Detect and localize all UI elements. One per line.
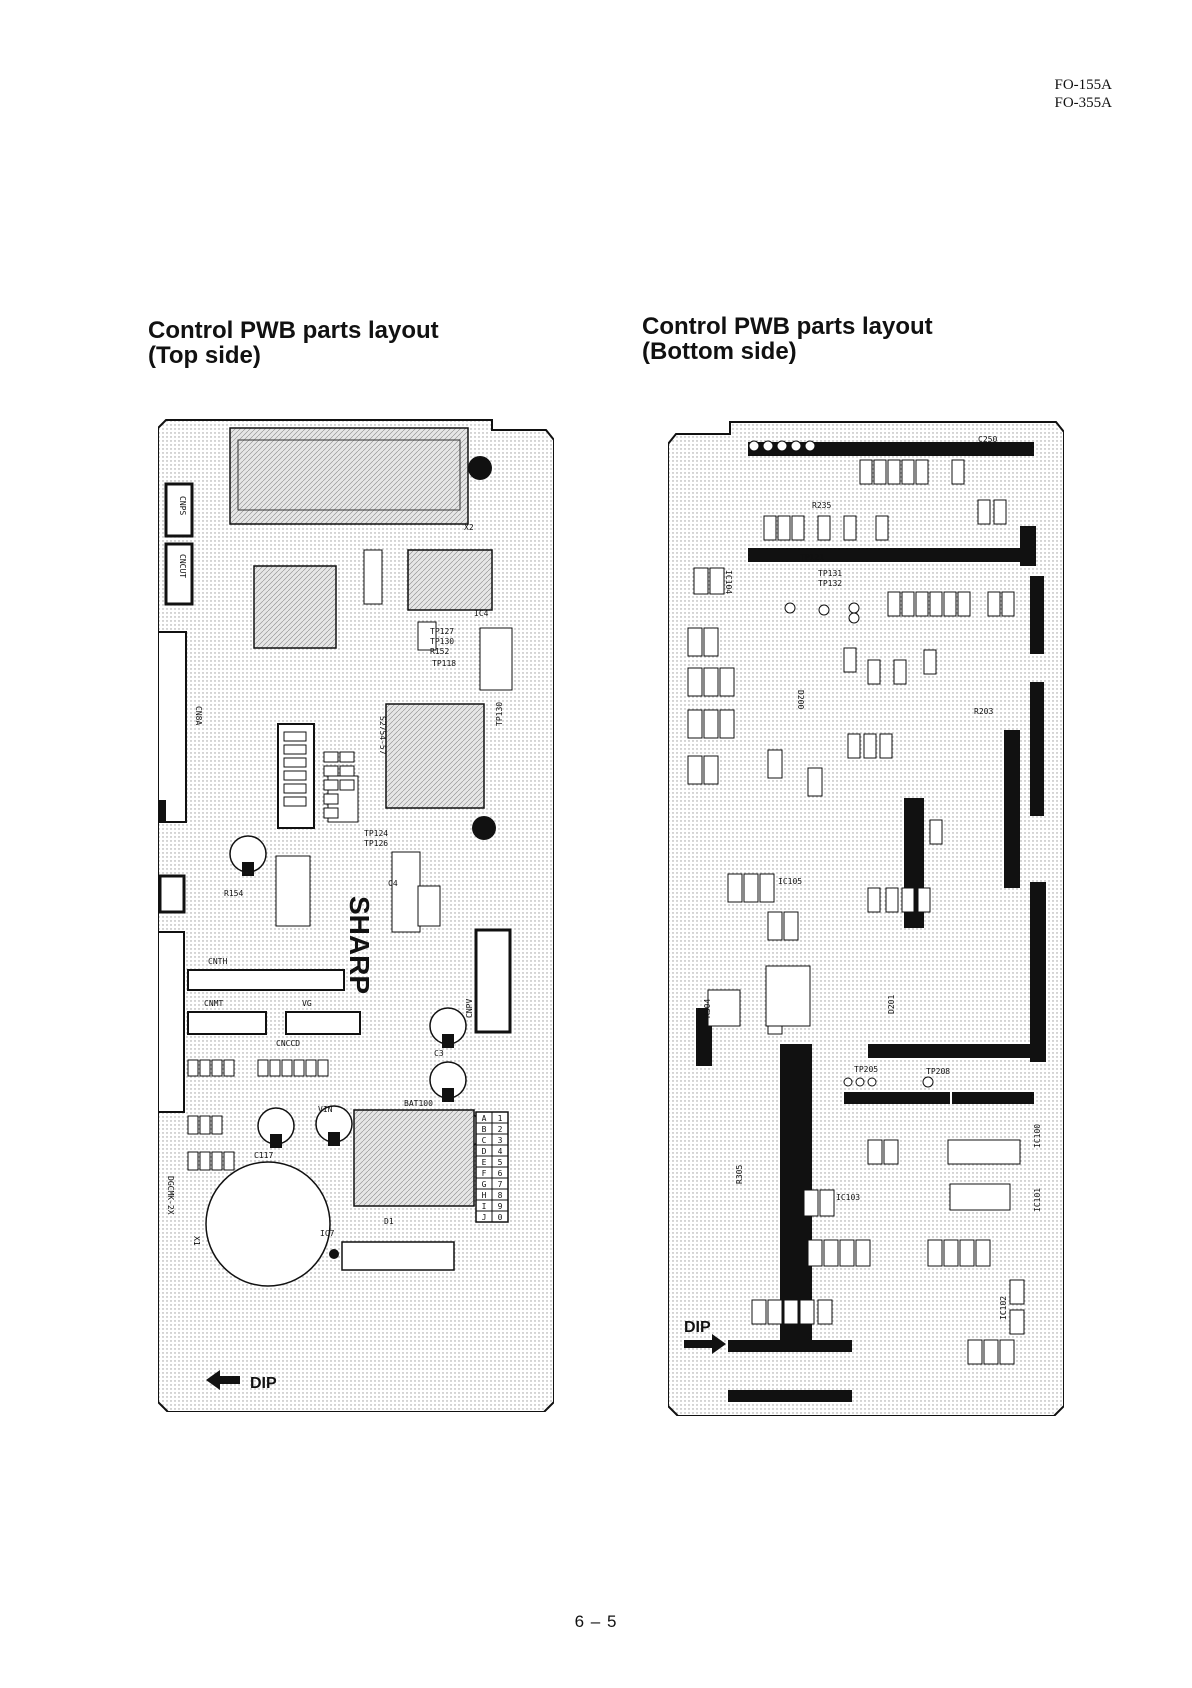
board-outline xyxy=(668,421,1064,1416)
dip-letter-b: B xyxy=(482,1125,487,1134)
dip-arrow-icon xyxy=(206,1370,240,1390)
label-f100: DIP xyxy=(784,1323,799,1332)
dip-num-6: 6 xyxy=(498,1169,503,1178)
board-model: DGCMK-2X xyxy=(166,1176,175,1215)
label-vin: VIN xyxy=(318,1105,333,1114)
label-c3: R154 xyxy=(224,889,243,898)
dip-letter-j: J xyxy=(482,1213,487,1222)
label-tp124: TP118 xyxy=(432,659,456,668)
label-r154: R152 xyxy=(430,647,449,656)
relay xyxy=(353,1109,475,1207)
dip-num-7: 7 xyxy=(498,1180,503,1189)
label-tp127: TP126 xyxy=(364,839,388,848)
label-l203: D200 xyxy=(796,690,805,709)
label-vg: VG xyxy=(302,999,312,1008)
label-tp118: X2 xyxy=(464,523,474,532)
label-bat100: X1 xyxy=(192,1236,201,1246)
label-c6: C4 xyxy=(388,879,398,888)
dip-arrow-icon xyxy=(684,1334,726,1354)
top-side-title: Control PWB parts layout (Top side) xyxy=(148,318,439,368)
dip-label-top: DIP xyxy=(250,1375,277,1392)
dip-letter-a: A xyxy=(482,1114,487,1123)
label-ic101: IC101 xyxy=(1033,1188,1042,1212)
label-cnccd: CNCCD xyxy=(276,1039,300,1048)
label-tp121: TP121 xyxy=(800,553,824,562)
brand-logo-text: SHARP xyxy=(344,896,375,994)
bottom-side-title: Control PWB parts layout (Bottom side) xyxy=(642,314,933,364)
model-numbers: FO-155A FO-355A xyxy=(1054,76,1112,112)
label-ic104: IC104 xyxy=(724,570,733,594)
label-tp126: TP124 xyxy=(364,829,388,838)
battery xyxy=(205,1161,331,1287)
label-r200: C250 xyxy=(978,435,997,444)
top-connector xyxy=(229,427,469,525)
label-tp130: TP130 xyxy=(495,702,504,726)
dip-letter-c: C xyxy=(482,1136,487,1145)
dip-letter-d: D xyxy=(482,1147,487,1156)
dip-switch-table: 1 2 3 4 5 6 7 8 9 0 A B C D E F G H I J xyxy=(475,1111,509,1223)
label-r212: R203 xyxy=(974,707,993,716)
model-number-2: FO-355A xyxy=(1054,95,1112,111)
board-code: S2754-57 xyxy=(378,716,387,755)
dip-letter-h: H xyxy=(482,1191,487,1200)
dip-letter-e: E xyxy=(482,1158,487,1167)
dip-num-0: 0 xyxy=(498,1213,503,1222)
label-tp131: TP131 xyxy=(818,569,842,578)
top-title-line2: (Top side) xyxy=(148,342,261,369)
label-tp208: TP208 xyxy=(926,1067,950,1076)
label-c5: C3 xyxy=(434,1049,444,1058)
pwb-top-side-diagram: CNPS CNCUT CN8A TP127 TP130 xyxy=(158,416,554,1412)
label-c4: C117 xyxy=(254,1151,273,1160)
dip-letter-f: F xyxy=(482,1169,487,1178)
label-tp132: TP132 xyxy=(818,579,842,588)
label-ic102: IC102 xyxy=(999,1296,1008,1320)
label-cn8a: CN8A xyxy=(194,706,203,725)
label-cnpv: CNPV xyxy=(465,999,474,1018)
page-number: 6 – 5 xyxy=(574,1612,618,1631)
label-cnps: CNPS xyxy=(178,496,187,515)
dip-num-4: 4 xyxy=(498,1147,503,1156)
label-d1: D1 xyxy=(384,1217,394,1226)
label-ic103: IC103 xyxy=(836,1193,860,1202)
model-number-1: FO-155A xyxy=(1054,77,1112,93)
label-r152: TP127 xyxy=(430,627,454,636)
label-r305: R305 xyxy=(735,1165,744,1184)
dip-letter-g: G xyxy=(482,1180,487,1189)
dip-num-9: 9 xyxy=(498,1202,503,1211)
label-r241: R235 xyxy=(812,501,831,510)
bottom-title-line1: Control PWB parts layout xyxy=(642,313,933,340)
label-ic100: IC100 xyxy=(1033,1124,1042,1148)
dip-label-bottom: DIP xyxy=(684,1319,711,1336)
label-cnmt: CNMT xyxy=(204,999,223,1008)
label-ic105: IC105 xyxy=(778,877,802,886)
top-title-line1: Control PWB parts layout xyxy=(148,317,439,344)
label-rly100: BAT100 xyxy=(404,1099,433,1108)
dip-letter-i: I xyxy=(482,1202,487,1211)
dip-num-8: 8 xyxy=(498,1191,503,1200)
pwb-bottom-side-diagram: TP121 TP131 TP132 TP205 TP208 IC104 IC10… xyxy=(668,420,1064,1416)
label-tp205: TP205 xyxy=(854,1065,878,1074)
dip-num-5: 5 xyxy=(498,1158,503,1167)
label-ic7: IC7 xyxy=(320,1229,335,1238)
label-r304: R304 xyxy=(703,999,712,1018)
dip-num-3: 3 xyxy=(498,1136,503,1145)
label-r153: TP130 xyxy=(430,637,454,646)
label-l203b: D201 xyxy=(887,995,896,1014)
label-cnth: CNTH xyxy=(208,957,227,966)
label-cncut: CNCUT xyxy=(178,554,187,578)
dip-num-2: 2 xyxy=(498,1125,503,1134)
dip-num-1: 1 xyxy=(498,1114,503,1123)
bottom-title-line2: (Bottom side) xyxy=(642,338,797,365)
label-ic4: IC4 xyxy=(474,609,489,618)
